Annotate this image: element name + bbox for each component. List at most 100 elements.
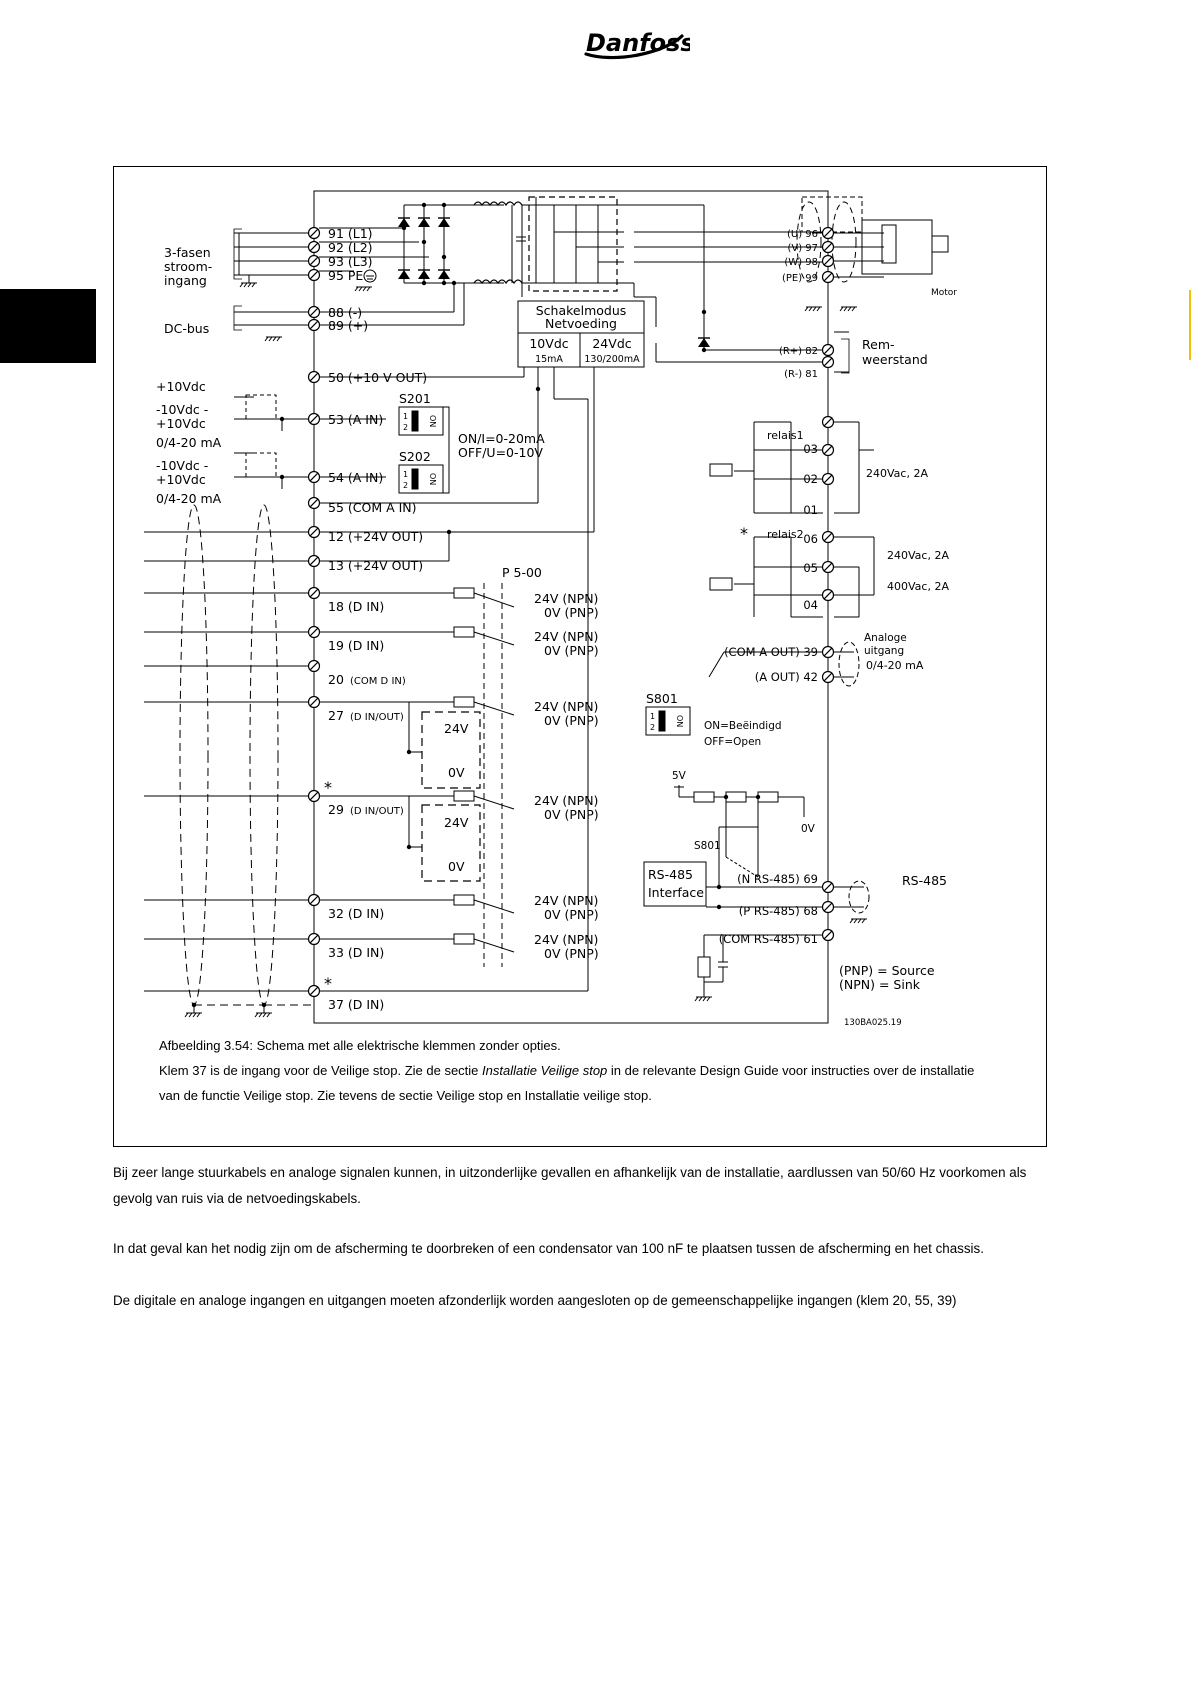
terminal-12: 12 (+24V OUT): [328, 529, 423, 544]
rem-label-1: Rem-: [862, 337, 895, 352]
psu-title-2: Netvoeding: [545, 316, 617, 331]
rs485-label: RS-485: [902, 873, 947, 888]
pnp-18: 0V (PNP): [544, 605, 599, 620]
star-relay2: *: [740, 524, 748, 543]
terminal-20: 20: [328, 672, 344, 687]
terminal-32: 32 (D IN): [328, 906, 384, 921]
relay-03: 03: [803, 442, 818, 456]
rs485-box-1: RS-485: [648, 867, 693, 882]
terminal-89: 89 (+): [328, 318, 368, 333]
pnp-29: 0V (PNP): [544, 807, 599, 822]
figure-frame: 3-fasen stroom- ingang DC-bus +10Vdc -10…: [113, 166, 1047, 1147]
terminal-33: 33 (D IN): [328, 945, 384, 960]
pnp-source: (PNP) = Source: [839, 963, 935, 978]
psu-v2: 24Vdc: [592, 336, 631, 351]
terminal-13: 13 (+24V OUT): [328, 558, 423, 573]
ain-mode-1: ON/I=0-20mA: [458, 431, 545, 446]
relay-02: 02: [803, 472, 818, 486]
s801-pos2: 2: [650, 723, 655, 732]
pnp-32: 0V (PNP): [544, 907, 599, 922]
s801-label: S801: [646, 691, 678, 706]
paragraph-2: In dat geval kan het nodig zijn om de af…: [113, 1241, 984, 1256]
terminal-81: (R-) 81: [784, 369, 818, 380]
dio29-24v: 24V: [444, 815, 469, 830]
t29-sub: (D IN/OUT): [350, 806, 404, 817]
relay2-rating-b: 400Vac, 2A: [887, 580, 949, 593]
t20-sub: (COM D IN): [350, 676, 406, 687]
terminal-88: 88 (-): [328, 305, 362, 320]
danfoss-logo: Danfoss: [584, 29, 690, 60]
analog-label-3: 0/4-20 mA: [866, 659, 924, 672]
v5-label: 5V: [672, 770, 687, 782]
npn-29: 24V (NPN): [534, 793, 598, 808]
analog-label-2: uitgang: [864, 645, 904, 657]
terminal-92: 92 (L2): [328, 240, 373, 255]
terminal-19: 19 (D IN): [328, 638, 384, 653]
terminal-91: 91 (L1): [328, 226, 373, 241]
ain-mode-2: OFF/U=0-10V: [458, 445, 543, 460]
rem-label-2: weerstand: [862, 352, 928, 367]
relay-05: 05: [803, 561, 818, 575]
psu-v1: 10Vdc: [529, 336, 568, 351]
page-edge-mark: [1189, 290, 1191, 360]
npn-19: 24V (NPN): [534, 629, 598, 644]
p500-label: P 5-00: [502, 565, 542, 580]
wiring-diagram: 3-fasen stroom- ingang DC-bus +10Vdc -10…: [144, 190, 957, 1028]
relay-06: 06: [803, 532, 818, 546]
rs485-box-2: Interface: [648, 885, 704, 900]
star-29: *: [324, 778, 332, 797]
terminal-97: (V) 97: [787, 243, 818, 254]
t27-sub: (D IN/OUT): [350, 712, 404, 723]
motor-label: Motor: [931, 288, 957, 298]
terminal-18: 18 (D IN): [328, 599, 384, 614]
terminal-29: 29: [328, 802, 344, 817]
s801b-label: S801: [694, 840, 721, 852]
pnp-27: 0V (PNP): [544, 713, 599, 728]
s202-label: S202: [399, 449, 431, 464]
terminal-96: (U) 96: [787, 229, 818, 240]
npn-18: 24V (NPN): [534, 591, 598, 606]
s201-label: S201: [399, 391, 431, 406]
s201-pos1: 1: [403, 412, 408, 421]
figure-note-line1: Klem 37 is de ingang voor de Veilige sto…: [159, 1063, 975, 1078]
star-37: *: [324, 974, 332, 993]
terminal-93: 93 (L3): [328, 254, 373, 269]
mains-label-2: stroom-: [164, 259, 212, 274]
psu-i1: 15mA: [535, 354, 563, 365]
s801-pos1: 1: [650, 712, 655, 721]
s202-pos2: 2: [403, 481, 408, 490]
chapter-tab: [0, 289, 96, 363]
figure-caption: Afbeelding 3.54: Schema met alle elektri…: [159, 1038, 561, 1053]
ain2-label-a: -10Vdc -: [156, 458, 208, 473]
terminal-54: 54 (A IN): [328, 470, 383, 485]
mains-label-3: ingang: [164, 273, 207, 288]
v10-label: +10Vdc: [156, 379, 206, 394]
terminal-50: 50 (+10 V OUT): [328, 370, 427, 385]
ain1-label-b: +10Vdc: [156, 416, 206, 431]
figure-note-line2: van de functie Veilige stop. Zie tevens …: [159, 1088, 652, 1103]
relay1-rating: 240Vac, 2A: [866, 467, 928, 480]
ain2-label-c: 0/4-20 mA: [156, 491, 222, 506]
psu-title-1: Schakelmodus: [536, 303, 627, 318]
v0-label: 0V: [801, 823, 816, 835]
s202-pos1: 1: [403, 470, 408, 479]
dio29-0v: 0V: [448, 859, 465, 874]
terminal-42: (A OUT) 42: [755, 670, 818, 684]
dio27-0v: 0V: [448, 765, 465, 780]
s201-pos2: 2: [403, 423, 408, 432]
npn-sink: (NPN) = Sink: [839, 977, 921, 992]
relais1-label: relais1: [767, 429, 804, 442]
npn-27: 24V (NPN): [534, 699, 598, 714]
terminal-69: (N RS-485) 69: [737, 872, 818, 886]
terminal-82: (R+) 82: [779, 346, 818, 357]
dio27-24v: 24V: [444, 721, 469, 736]
dcbus-label: DC-bus: [164, 321, 209, 336]
relay-04: 04: [803, 598, 818, 612]
terminal-39: (COM A OUT) 39: [724, 645, 818, 659]
pnp-33: 0V (PNP): [544, 946, 599, 961]
s801-on: ON: [675, 715, 684, 727]
terminal-37: 37 (D IN): [328, 997, 384, 1012]
terminal-98: (W) 98: [784, 257, 818, 268]
paragraph-1: Bij zeer lange stuurkabels en analoge si…: [113, 1165, 1027, 1206]
npn-32: 24V (NPN): [534, 893, 598, 908]
